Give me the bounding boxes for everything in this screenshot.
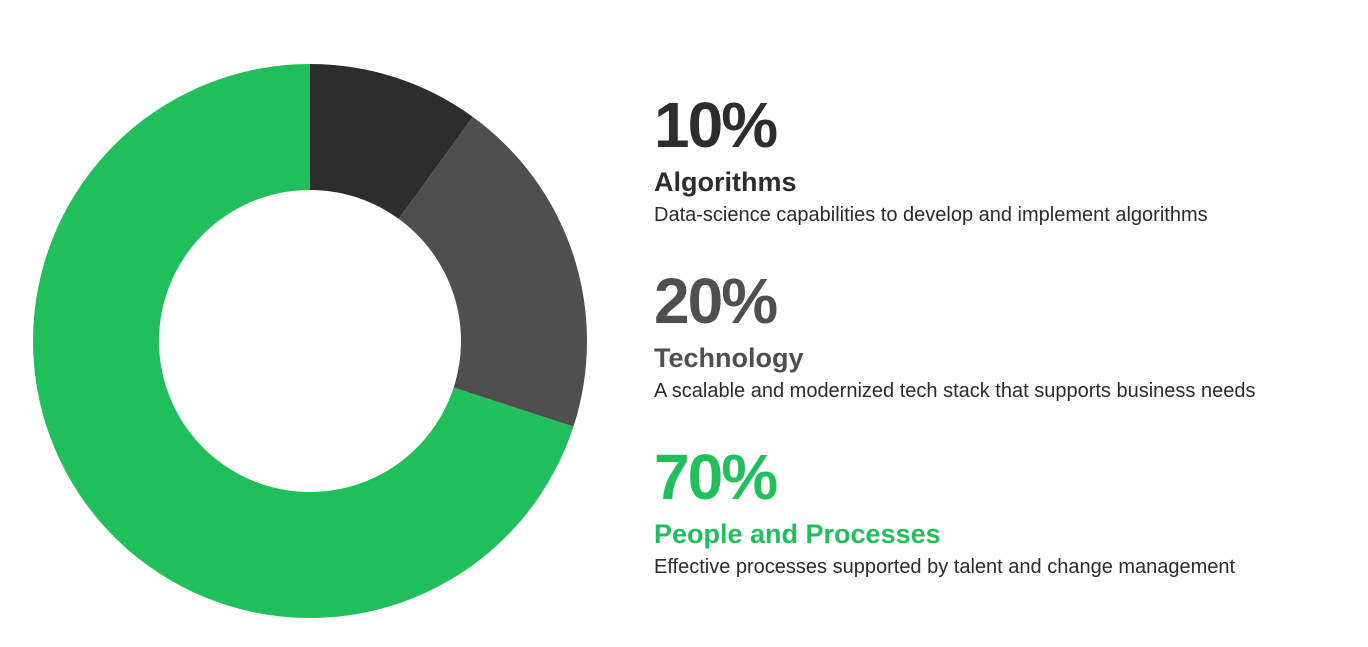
legend-description-people-and-processes: Effective processes supported by talent … xyxy=(654,556,1236,578)
donut-slice-technology xyxy=(398,116,587,427)
donut-slice-people-and-processes xyxy=(32,64,574,618)
legend-percentage-people-and-processes: 70% xyxy=(654,441,778,513)
legend-item-people-and-processes: 70% People and Processes Effective proce… xyxy=(654,444,1354,620)
chart-legend: 10% Algorithms Data-science capabilities… xyxy=(654,92,1354,620)
legend-title-people-and-processes: People and Processes xyxy=(654,519,941,549)
legend-percentage-technology: 20% xyxy=(654,265,778,337)
donut-slice-algorithms xyxy=(310,64,473,219)
legend-title-technology: Technology xyxy=(654,343,804,373)
donut-chart xyxy=(32,64,587,618)
legend-description-algorithms: Data-science capabilities to develop and… xyxy=(654,204,1208,226)
legend-item-technology: 20% Technology A scalable and modernized… xyxy=(654,268,1354,444)
legend-description-technology: A scalable and modernized tech stack tha… xyxy=(654,380,1256,402)
legend-percentage-algorithms: 10% xyxy=(654,89,778,161)
legend-item-algorithms: 10% Algorithms Data-science capabilities… xyxy=(654,92,1354,268)
legend-title-algorithms: Algorithms xyxy=(654,167,797,197)
